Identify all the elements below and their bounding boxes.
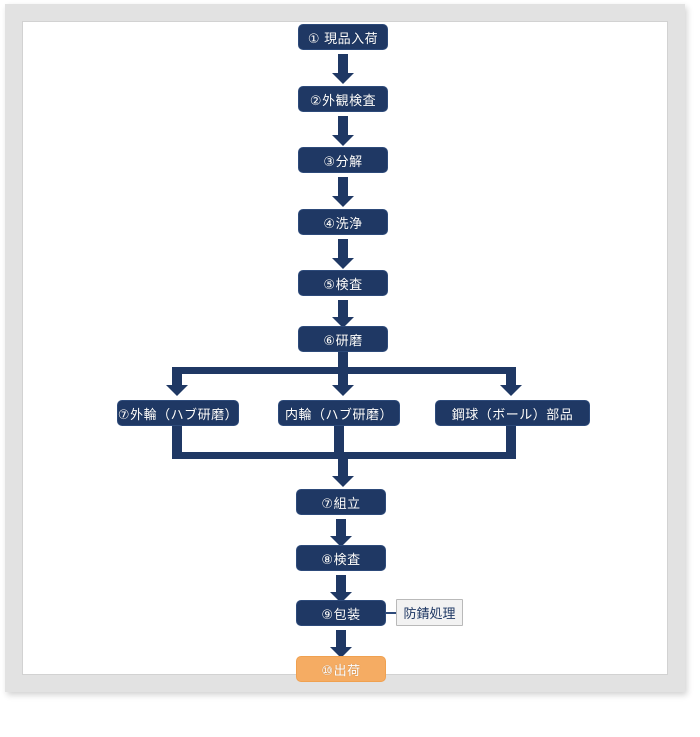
- arrow-step7-to-step8: [330, 519, 352, 547]
- node-branch-left[interactable]: ⑦外輪（ハブ研磨）: [117, 400, 239, 426]
- arrow-step2-to-step3: [332, 116, 354, 146]
- node-step6[interactable]: ⑥研磨: [298, 326, 388, 352]
- node-step1[interactable]: ① 現品入荷: [298, 24, 388, 50]
- arrow-split-to-branch-center: [332, 374, 354, 396]
- arrow-merge-to-step7: [332, 459, 354, 487]
- arrow-split-to-branch-right: [500, 374, 522, 396]
- arrow-step8-to-step9: [330, 575, 352, 603]
- split-bar-horizontal: [172, 367, 516, 374]
- node-step8[interactable]: ⑧検査: [296, 545, 386, 571]
- node-branch-right[interactable]: 鋼球（ボール）部品: [435, 400, 590, 426]
- merge-stem-center: [334, 426, 344, 459]
- node-step9[interactable]: ⑨包装: [296, 600, 386, 626]
- node-step5[interactable]: ⑤検査: [298, 270, 388, 296]
- arrow-split-to-branch-left: [166, 374, 188, 396]
- arrow-step1-to-step2: [332, 54, 354, 84]
- node-step3[interactable]: ③分解: [298, 147, 388, 173]
- split-stem-vertical: [338, 352, 348, 374]
- connector-step9-to-rustproof: [386, 612, 397, 614]
- node-step4[interactable]: ④洗浄: [298, 209, 388, 235]
- node-step7[interactable]: ⑦組立: [296, 489, 386, 515]
- arrow-step4-to-step5: [332, 239, 354, 269]
- node-step2[interactable]: ②外観検査: [298, 86, 388, 112]
- arrow-step3-to-step4: [332, 177, 354, 207]
- arrow-step5-to-step6: [332, 300, 354, 328]
- node-step10-shipping[interactable]: ⑩出荷: [296, 656, 386, 682]
- node-rust-proof-treatment[interactable]: 防錆処理: [396, 599, 463, 626]
- merge-bar-horizontal: [172, 452, 516, 459]
- merge-stem-left: [172, 426, 182, 459]
- node-branch-center[interactable]: 内輪（ハブ研磨）: [278, 400, 400, 426]
- merge-stem-right: [506, 426, 516, 459]
- arrow-step9-to-step10: [330, 630, 352, 658]
- flowchart-canvas: ① 現品入荷 ②外観検査 ③分解 ④洗浄 ⑤検査: [117, 24, 590, 682]
